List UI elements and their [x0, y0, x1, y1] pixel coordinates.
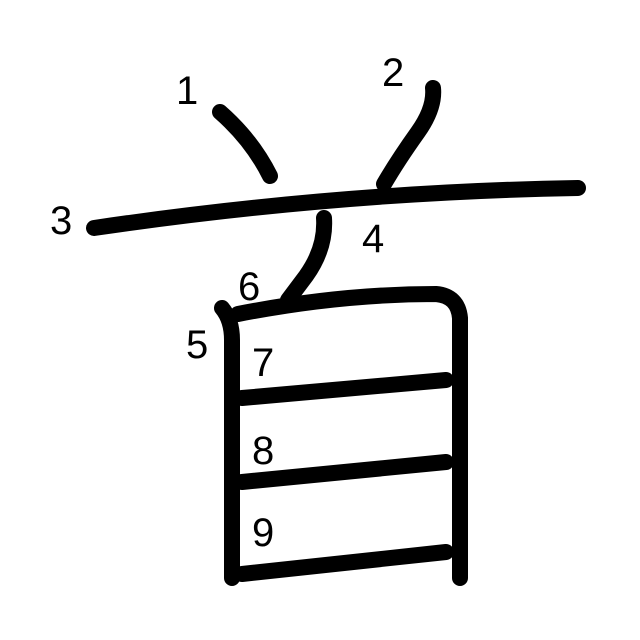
stroke-number-3: 3: [50, 199, 72, 243]
stroke-5: [214, 300, 240, 586]
stroke-6: [230, 286, 468, 586]
stroke-number-5: 5: [186, 323, 208, 367]
stroke-4: [280, 210, 333, 308]
stroke-8: [234, 454, 454, 490]
stroke-1: [212, 104, 278, 184]
stroke-number-4: 4: [362, 217, 384, 261]
stroke-number-2: 2: [382, 51, 404, 95]
stroke-number-6: 6: [238, 265, 260, 309]
stroke-3: [86, 180, 586, 236]
stroke-number-8: 8: [252, 429, 274, 473]
stroke-7: [234, 372, 454, 406]
stroke-number-1: 1: [176, 69, 198, 113]
stroke-9: [234, 544, 454, 582]
stroke-number-7: 7: [252, 341, 274, 385]
stroke-2: [376, 80, 442, 192]
stroke-number-9: 9: [252, 511, 274, 555]
